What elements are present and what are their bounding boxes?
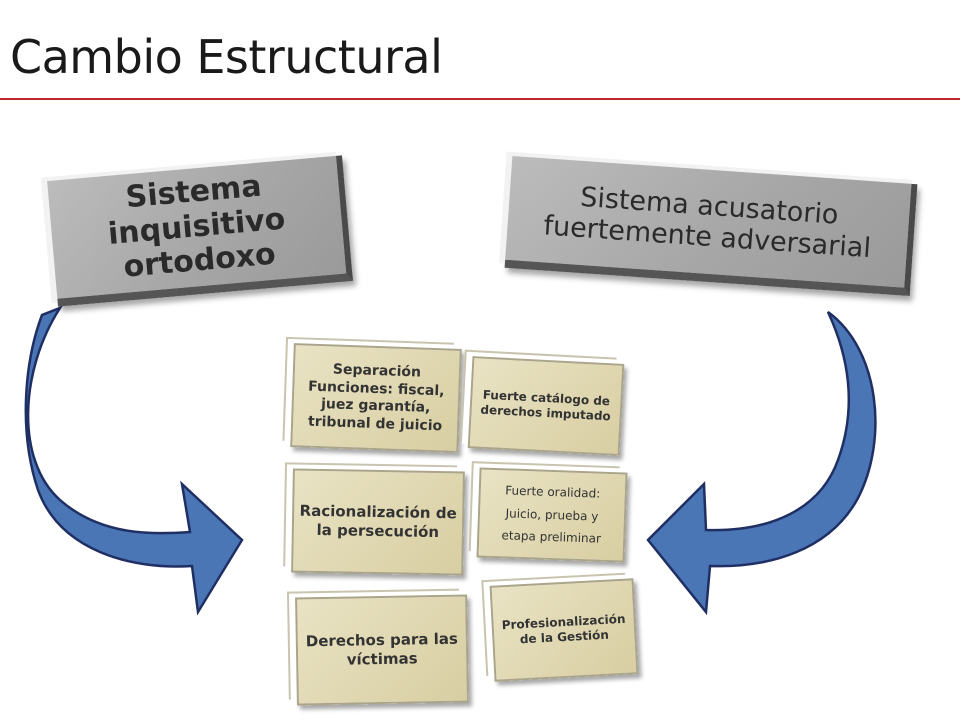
tile-victim-rights: Derechos para las víctimas <box>295 594 469 706</box>
title-underline <box>0 98 960 100</box>
tile-orality-text: Fuerte oralidad: Juicio, prueba y etapa … <box>501 479 603 551</box>
tile-rationalization: Racionalización de la persecución <box>291 468 465 576</box>
page-title: Cambio Estructural <box>10 30 443 84</box>
tile-management-professionalization: Profesionalización de la Gestión <box>489 578 639 682</box>
inquisitive-system-label: Sistema inquisitivo ortodoxo <box>106 168 287 285</box>
tile-management-professionalization-label: Profesionalización de la Gestión <box>501 611 626 647</box>
tile-orality-line-3: etapa preliminar <box>501 528 602 547</box>
tile-orality: Fuerte oralidad: Juicio, prueba y etapa … <box>476 467 628 563</box>
left-curved-arrow-icon <box>24 305 244 616</box>
right-curved-arrow-icon <box>646 310 877 616</box>
tile-separation-functions-label: Separación Funciones: fiscal, juez garan… <box>307 361 445 434</box>
tile-separation-functions: Separación Funciones: fiscal, juez garan… <box>290 343 462 453</box>
tile-victim-rights-label: Derechos para las víctimas <box>305 629 458 669</box>
tile-rights-catalog: Fuerte catálogo de derechos imputado <box>467 356 625 456</box>
tile-rights-catalog-label: Fuerte catálogo de derechos imputado <box>480 387 612 424</box>
inquisitive-system-box: Sistema inquisitivo ortodoxo <box>47 155 353 307</box>
tile-rationalization-label: Racionalización de la persecución <box>299 501 457 542</box>
accusatory-system-label: Sistema acusatorio fuertemente adversari… <box>542 181 872 265</box>
tile-orality-line-2: Juicio, prueba y <box>505 505 599 524</box>
tile-orality-line-1: Fuerte oralidad: <box>505 483 601 501</box>
